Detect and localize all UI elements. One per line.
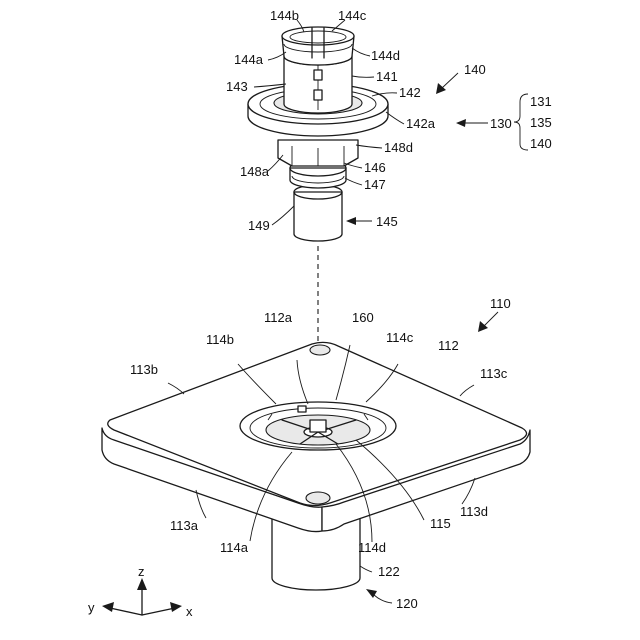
label-144c: 144c	[338, 8, 367, 23]
shaft-149	[294, 185, 342, 241]
axis-label-z: z	[138, 564, 145, 579]
label-113d: 113d	[460, 504, 488, 519]
label-114c: 114c	[386, 330, 414, 345]
hex-148	[278, 140, 358, 166]
label-114d: 114d	[358, 540, 386, 555]
label-144b: 144b	[270, 8, 299, 23]
hole-upper	[310, 345, 330, 355]
label-113b: 113b	[130, 362, 158, 377]
label-114a: 114a	[220, 540, 249, 555]
nozzle-assembly	[248, 27, 388, 241]
label-110: 110	[490, 296, 511, 311]
hole-lower	[306, 492, 330, 504]
axis-label-x: x	[186, 604, 193, 619]
label-148a: 148a	[240, 164, 270, 179]
label-146: 146	[364, 160, 386, 175]
label-149: 149	[248, 218, 270, 233]
label-135: 135	[530, 115, 552, 130]
label-112: 112	[438, 338, 459, 353]
label-122: 122	[378, 564, 400, 579]
recess-160	[240, 402, 396, 450]
label-140: 140	[464, 62, 486, 77]
label-113a: 113a	[170, 518, 199, 533]
label-130: 130	[490, 116, 512, 131]
label-145: 145	[376, 214, 398, 229]
label-113c: 113c	[480, 366, 508, 381]
label-131: 131	[530, 94, 552, 109]
label-144a: 144a	[234, 52, 264, 67]
label-142a: 142a	[406, 116, 436, 131]
label-148d: 148d	[384, 140, 413, 155]
label-140-group: 140	[530, 136, 552, 151]
axis-label-y: y	[88, 600, 95, 615]
label-147: 147	[364, 177, 386, 192]
label-143: 143	[226, 79, 248, 94]
label-112a: 112a	[264, 310, 293, 325]
lip-144	[282, 27, 354, 65]
base-assembly	[102, 342, 530, 590]
label-115: 115	[430, 516, 451, 531]
coordinate-axes	[102, 578, 182, 615]
label-114b: 114b	[206, 332, 234, 347]
label-144d: 144d	[371, 48, 400, 63]
label-160: 160	[352, 310, 374, 325]
label-120: 120	[396, 596, 418, 611]
label-141: 141	[376, 69, 398, 84]
label-142: 142	[399, 85, 421, 100]
